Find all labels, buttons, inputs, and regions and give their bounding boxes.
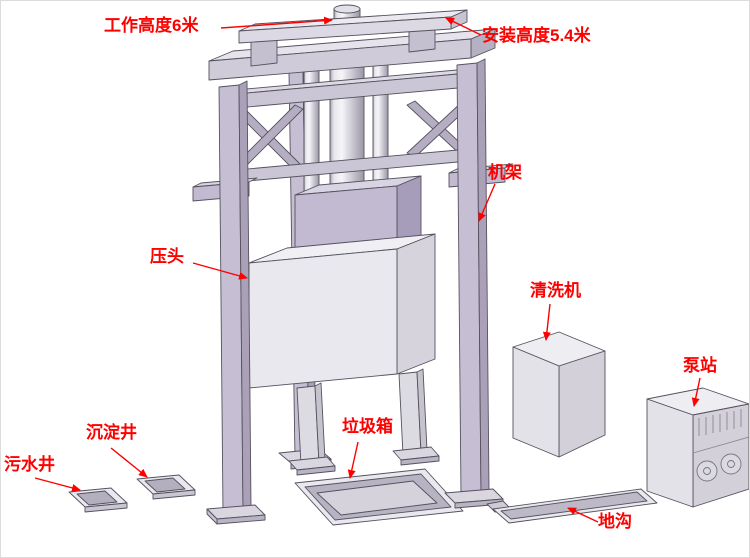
label-sewage-well: 污水井: [4, 455, 55, 474]
arrow-sewage-well: [34, 477, 81, 492]
arrow-press-head: [192, 262, 248, 280]
sewage-well: [68, 487, 128, 513]
label-sedimentation-well: 沉淀井: [86, 423, 137, 442]
label-garbage-bin: 垃圾箱: [342, 417, 393, 436]
frame-front-left-leg: [206, 80, 266, 525]
label-install-height: 安装高度5.4米: [482, 26, 591, 45]
trench-channel: [486, 488, 658, 524]
sedimentation-well: [136, 474, 196, 500]
label-cleaning-machine: 清洗机: [530, 281, 581, 300]
arrow-frame: [478, 183, 496, 222]
label-working-height: 工作高度6米: [104, 16, 199, 35]
arrow-trench: [567, 507, 599, 523]
label-press-head: 压头: [150, 247, 184, 266]
guide-columns: [288, 368, 440, 476]
press-head-box: [248, 233, 436, 389]
frame-front-right-leg: [444, 58, 504, 509]
arrow-cleaning-machine: [542, 303, 551, 341]
annotation-arrows: [34, 16, 701, 523]
label-frame: 机架: [488, 163, 522, 182]
label-pump-station: 泵站: [683, 356, 717, 375]
cleaning-machine-box: [512, 331, 606, 458]
arrow-install-height: [445, 17, 482, 36]
arrow-sedimentation-well: [110, 447, 148, 478]
arrow-pump-station: [691, 377, 701, 407]
pump-station-box: [646, 387, 749, 508]
arrow-garbage-bin: [347, 441, 359, 479]
garbage-pit: [294, 468, 464, 526]
label-trench: 地沟: [598, 512, 632, 531]
arrow-working-height: [220, 16, 333, 29]
